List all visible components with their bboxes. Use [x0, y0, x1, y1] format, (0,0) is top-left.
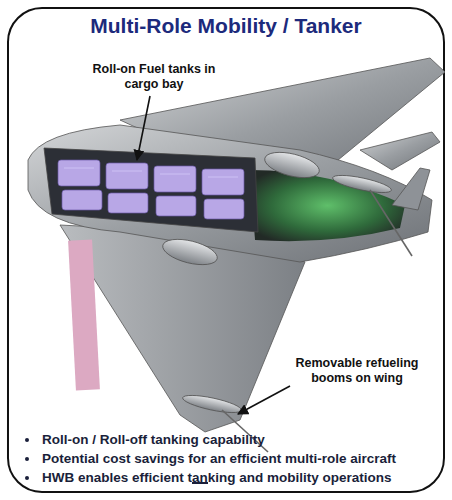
- refuel-pod: [181, 392, 242, 416]
- leader-arrow: [137, 96, 150, 160]
- tail-plane: [360, 132, 440, 170]
- engine: [160, 235, 220, 270]
- callout-label: Roll-on Fuel tanks in cargo bay: [92, 62, 216, 92]
- bullet-point: HWB enables efficient tanking and mobili…: [40, 468, 450, 487]
- refuel-boom: [370, 190, 412, 256]
- diagram-title: Multi-Role Mobility / Tanker: [20, 14, 432, 38]
- tail-fin: [392, 168, 430, 210]
- tank-detail: [64, 168, 238, 177]
- fuel-tanks: [58, 160, 244, 219]
- text-underline: [192, 482, 208, 484]
- bullet-point: Roll-on / Roll-off tanking capability: [40, 430, 450, 449]
- refuel-pod: [331, 172, 392, 196]
- cargo-bay: [44, 148, 258, 232]
- bullet-point: Potential cost savings for an efficient …: [40, 449, 450, 468]
- frame: [8, 8, 444, 492]
- aft-cabin: [250, 170, 405, 241]
- wing-panel: [68, 239, 100, 390]
- fuselage: [28, 125, 432, 262]
- callout-label: Removable refueling booms on wing: [282, 356, 432, 386]
- bullet-list: Roll-on / Roll-off tanking capabilityPot…: [26, 430, 450, 487]
- engine: [262, 148, 322, 183]
- leader-arrow: [238, 386, 290, 414]
